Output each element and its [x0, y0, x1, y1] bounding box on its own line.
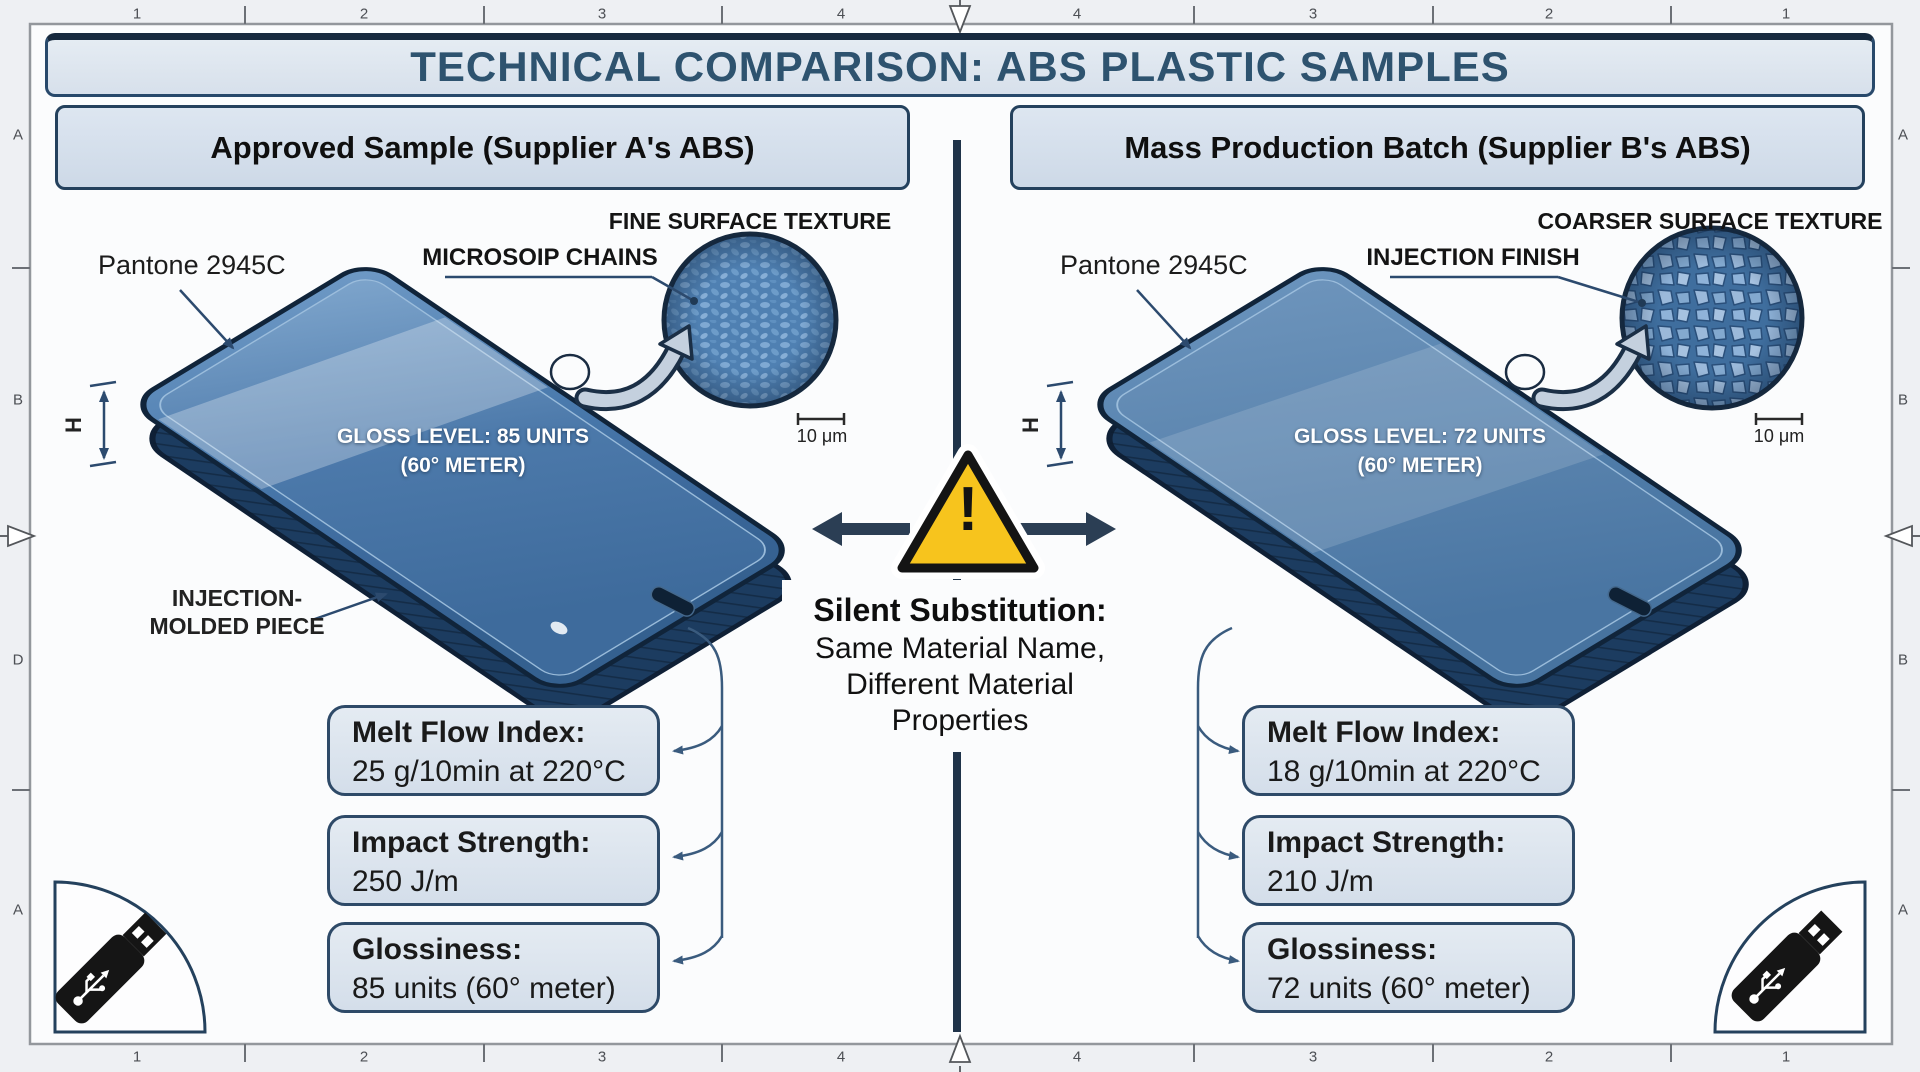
- leader-lines: [179, 275, 1643, 622]
- left-texture-caption: FINE SURFACE TEXTURE: [608, 208, 892, 234]
- height-dimension-left: [89, 380, 117, 468]
- ruler-mark: 3: [1308, 1048, 1318, 1066]
- left-spec-impact: Impact Strength: 250 J/m: [327, 815, 660, 906]
- left-scale-label: 10 μm: [796, 426, 848, 446]
- warning-exclamation: !: [957, 475, 979, 544]
- center-line1: Same Material Name,: [814, 632, 1106, 665]
- warning-triangle-icon: [891, 444, 1045, 579]
- ruler-mark: 3: [597, 5, 607, 23]
- usb-drive-icon: [55, 912, 167, 1024]
- ruler-mark: 1: [1781, 1048, 1791, 1066]
- left-height-label: H: [60, 417, 86, 433]
- ruler-mark: B: [12, 391, 24, 409]
- ruler-mark: 3: [597, 1048, 607, 1066]
- zoom-origin-circle: [1504, 353, 1546, 391]
- ruler-mark: 4: [836, 1048, 846, 1066]
- ruler-mark: 1: [132, 5, 142, 23]
- ruler-mark: A: [1897, 901, 1909, 919]
- ruler-mark: 4: [1072, 5, 1082, 23]
- ruler-mark: 2: [359, 5, 369, 23]
- ruler-mark: 1: [132, 1048, 142, 1066]
- left-callout-label: MICROSOIP CHAINS: [422, 244, 658, 271]
- left-panel-header: Approved Sample (Supplier A's ABS): [55, 105, 910, 190]
- page-title: TECHNICAL COMPARISON: ABS PLASTIC SAMPLE…: [410, 43, 1510, 90]
- ruler-mark: 2: [359, 1048, 369, 1066]
- right-gloss-label: GLOSS LEVEL: 72 UNITS (60° METER): [1293, 425, 1547, 477]
- left-phone-illustration: [140, 267, 792, 722]
- ruler-mark: 3: [1308, 5, 1318, 23]
- center-line3: Properties: [891, 704, 1029, 737]
- right-panel-header: Mass Production Batch (Supplier B's ABS): [1010, 105, 1865, 190]
- fine-texture-circle: [661, 231, 839, 409]
- ruler-mark: 2: [1544, 1048, 1554, 1066]
- ruler-mark: B: [1897, 651, 1909, 669]
- right-callout-label: INJECTION FINISH: [1366, 244, 1580, 271]
- right-spec-connectors: [1196, 626, 1240, 964]
- center-line2: Different Material: [846, 668, 1074, 701]
- ruler-mark: A: [12, 901, 24, 919]
- scale-bars: [796, 413, 1804, 425]
- ruler-mark: 2: [1544, 5, 1554, 23]
- center-text-backdrop: [782, 580, 1138, 752]
- left-spec-connectors: [672, 626, 724, 965]
- title-bar: TECHNICAL COMPARISON: ABS PLASTIC SAMPLE…: [45, 33, 1875, 97]
- right-phone-illustration: [1097, 267, 1749, 722]
- center-heading: Silent Substitution:: [813, 592, 1107, 628]
- right-texture-caption: COARSER SURFACE TEXTURE: [1537, 208, 1883, 234]
- right-magnify-arrow: [1531, 324, 1651, 412]
- left-magnify-arrow: [574, 324, 694, 412]
- left-spec-gloss: Glossiness: 85 units (60° meter): [327, 922, 660, 1013]
- ruler-mark: A: [1897, 126, 1909, 144]
- ruler-mark: 4: [836, 5, 846, 23]
- height-dimension-right: [1046, 380, 1074, 468]
- ruler-mark: 1: [1781, 5, 1791, 23]
- right-height-label: H: [1017, 417, 1043, 433]
- right-spec-melt-flow: Melt Flow Index: 18 g/10min at 220°C: [1242, 705, 1575, 796]
- right-panel-title: Mass Production Batch (Supplier B's ABS): [1124, 129, 1751, 165]
- ruler-mark: D: [12, 651, 24, 669]
- coarse-texture-circle: [1619, 225, 1805, 411]
- usb-port: [1607, 585, 1653, 617]
- ruler-mark: 4: [1072, 1048, 1082, 1066]
- zoom-origin-circle: [549, 353, 591, 391]
- usb-drive-icon: [1731, 910, 1843, 1022]
- right-spec-impact: Impact Strength: 210 J/m: [1242, 815, 1575, 906]
- usb-port: [650, 585, 696, 617]
- ruler-mark: B: [1897, 391, 1909, 409]
- left-spec-melt-flow: Melt Flow Index: 25 g/10min at 220°C: [327, 705, 660, 796]
- right-pantone-label: Pantone 2945C: [1060, 250, 1248, 280]
- ruler-mark: A: [12, 126, 24, 144]
- left-molded-label: INJECTION- MOLDED PIECE: [149, 585, 325, 639]
- right-spec-gloss: Glossiness: 72 units (60° meter): [1242, 922, 1575, 1013]
- center-arrows: [812, 512, 1116, 546]
- right-scale-label: 10 μm: [1753, 426, 1805, 446]
- left-gloss-label: GLOSS LEVEL: 85 UNITS (60° METER): [336, 425, 590, 477]
- left-panel-title: Approved Sample (Supplier A's ABS): [210, 129, 755, 165]
- left-pantone-label: Pantone 2945C: [98, 250, 286, 280]
